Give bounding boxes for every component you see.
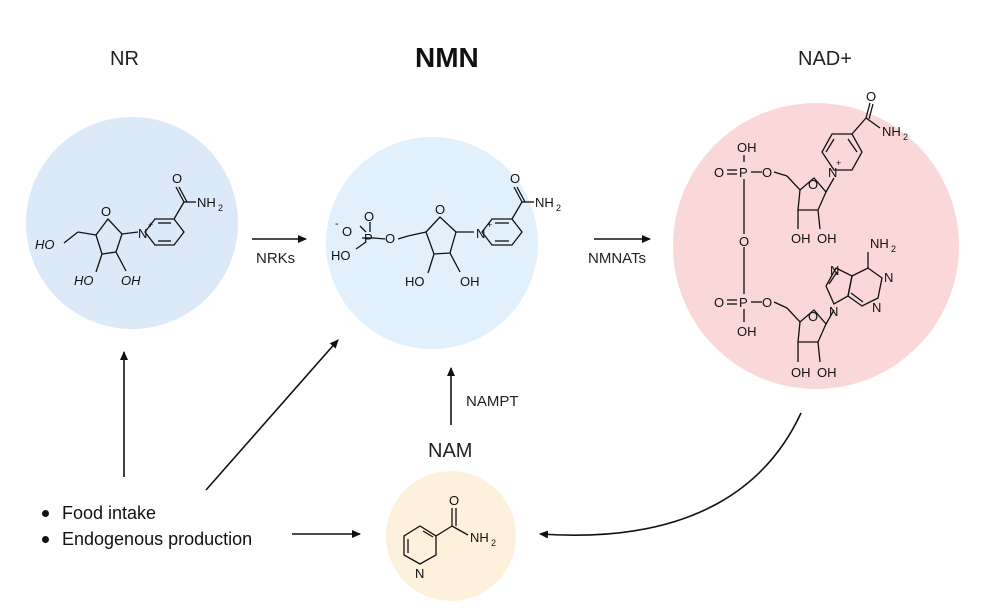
svg-text:2: 2	[891, 244, 896, 254]
svg-text:O: O	[762, 295, 772, 310]
svg-text:+: +	[487, 220, 492, 230]
svg-text:O: O	[172, 171, 182, 186]
nad-title: NAD+	[798, 48, 852, 70]
svg-text:P: P	[364, 231, 373, 246]
svg-text:OH: OH	[817, 231, 837, 246]
svg-text:P: P	[739, 165, 748, 180]
svg-text:N: N	[829, 304, 838, 319]
svg-text:N: N	[884, 270, 893, 285]
svg-text:O: O	[385, 231, 395, 246]
svg-text:N: N	[476, 226, 485, 241]
nr-atom-labels: O N + O NH 2 HO HO OH	[35, 171, 223, 288]
svg-text:N: N	[872, 300, 881, 315]
nmn-circle	[326, 137, 538, 349]
svg-text:HO: HO	[35, 237, 55, 252]
svg-text:O: O	[808, 177, 818, 192]
svg-text:2: 2	[491, 538, 496, 548]
svg-text:N: N	[138, 226, 147, 241]
svg-text:OH: OH	[121, 273, 141, 288]
svg-text:N: N	[828, 165, 837, 180]
nrks-label: NRKs	[256, 250, 296, 267]
svg-text:OH: OH	[737, 324, 757, 339]
svg-text:O: O	[714, 165, 724, 180]
svg-text:2: 2	[218, 203, 223, 213]
svg-text:2: 2	[556, 203, 561, 213]
svg-text:HO: HO	[331, 248, 351, 263]
svg-text:O: O	[364, 209, 374, 224]
nr-structure	[63, 186, 196, 273]
source-item-endogenous: Endogenous production	[40, 526, 252, 552]
nam-structure	[403, 508, 469, 565]
nampt-label: NAMPT	[466, 393, 519, 410]
svg-text:O: O	[762, 165, 772, 180]
svg-text:OH: OH	[791, 231, 811, 246]
svg-text:P: P	[739, 295, 748, 310]
svg-text:O: O	[449, 493, 459, 508]
svg-text:NH: NH	[870, 236, 889, 251]
svg-text:+: +	[836, 158, 841, 168]
arrow-nad-to-nam	[539, 412, 802, 539]
svg-text:O: O	[714, 295, 724, 310]
svg-text:2: 2	[903, 132, 908, 142]
svg-text:HO: HO	[405, 274, 425, 289]
nmn-atom-labels: O N + O NH 2 O P O O - HO HO OH	[331, 171, 561, 289]
svg-text:O: O	[342, 224, 352, 239]
nmnats-label: NMNATs	[588, 250, 647, 267]
nam-atom-labels: N O NH 2	[415, 493, 496, 581]
svg-text:NH: NH	[882, 124, 901, 139]
svg-text:N: N	[415, 566, 424, 581]
svg-text:OH: OH	[791, 365, 811, 380]
arrow-sources-to-nmn	[205, 339, 339, 491]
nmn-structure	[355, 186, 534, 274]
svg-text:-: -	[335, 218, 339, 230]
svg-text:HO: HO	[74, 273, 94, 288]
svg-text:N: N	[830, 263, 839, 278]
nad-structure	[727, 102, 883, 363]
svg-text:OH: OH	[737, 140, 757, 155]
svg-text:NH: NH	[470, 530, 489, 545]
source-list: Food intake Endogenous production	[40, 500, 252, 552]
svg-text:NH: NH	[535, 195, 554, 210]
nam-title: NAM	[428, 440, 473, 462]
svg-text:O: O	[808, 309, 818, 324]
nad-atom-labels: OH O P O O O P O OH O O N + O NH 2 OH OH…	[714, 89, 908, 380]
source-item-food: Food intake	[40, 500, 252, 526]
nam-circle	[386, 471, 516, 601]
nr-circle	[26, 117, 238, 329]
svg-text:OH: OH	[817, 365, 837, 380]
nmn-title: NMN	[415, 42, 479, 73]
svg-text:OH: OH	[460, 274, 480, 289]
svg-text:NH: NH	[197, 195, 216, 210]
nad-circle	[673, 103, 959, 389]
svg-text:O: O	[866, 89, 876, 104]
svg-text:O: O	[739, 234, 749, 249]
svg-text:O: O	[101, 204, 111, 219]
svg-text:O: O	[510, 171, 520, 186]
nr-title: NR	[110, 48, 139, 70]
svg-text:+: +	[148, 220, 153, 230]
svg-text:O: O	[435, 202, 445, 217]
